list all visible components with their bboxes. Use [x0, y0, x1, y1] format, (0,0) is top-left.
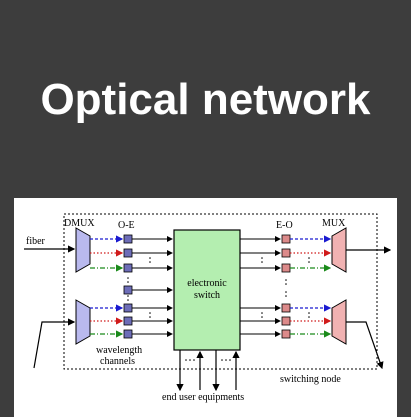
demux-block: [75, 299, 91, 345]
oe-port: [123, 329, 133, 339]
mux-block: [331, 299, 347, 345]
switching-node-label: switching node: [280, 374, 341, 385]
oe-port: [123, 234, 133, 244]
switch-label-line2: switch: [194, 290, 220, 301]
switching-node-border: [63, 213, 378, 370]
demux-block: [75, 227, 91, 273]
mux-block: [331, 227, 347, 273]
oe-port: [123, 263, 133, 273]
diagram-canvas: DMUX O-E E-O MUX fiber electronic switch…: [24, 213, 392, 403]
eo-port: [281, 263, 291, 273]
output-fiber-line-2: [346, 321, 384, 370]
input-fiber-line-2: [33, 318, 76, 369]
eo-port: [281, 234, 291, 244]
oe-port: [123, 248, 133, 258]
eo-port: [281, 316, 291, 326]
eo-port: [281, 303, 291, 313]
oe-port: [123, 285, 133, 295]
eo-label: E-O: [276, 220, 293, 231]
oe-label: O-E: [118, 220, 135, 231]
end-user-label: end user equipments: [162, 392, 244, 403]
mux-label: MUX: [322, 218, 346, 229]
fiber-label: fiber: [26, 236, 46, 247]
wavelength-label-line1: wavelength: [96, 345, 142, 356]
switch-label-line1: electronic: [187, 278, 227, 289]
wavelength-label-line2: channels: [100, 356, 135, 367]
oe-port: [123, 303, 133, 313]
oe-port: [123, 316, 133, 326]
eo-port: [281, 248, 291, 258]
page-title: Optical network: [40, 75, 371, 124]
dmux-label: DMUX: [64, 218, 95, 229]
electronic-switch-block: [173, 229, 241, 351]
optical-network-diagram: DMUX O-E E-O MUX fiber electronic switch…: [14, 198, 397, 417]
eo-port: [281, 329, 291, 339]
